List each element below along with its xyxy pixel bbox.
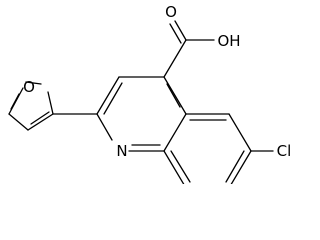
furan-oxygen-label: O xyxy=(23,78,35,96)
furan-ring xyxy=(8,81,54,131)
bond-n-c2 xyxy=(96,113,113,141)
hydroxyl-label: OH xyxy=(217,32,240,50)
pyridine-ring xyxy=(96,76,187,152)
bond-furan-c3-c2-inner xyxy=(30,111,50,125)
chemical-structure-diagram: O O OH N Cl xyxy=(8,3,292,184)
bond-c4-c4a-inner xyxy=(166,83,181,108)
bond-c4a-c8a xyxy=(163,113,187,152)
bond-c6-c7-inner xyxy=(225,150,245,183)
carboxylic-acid-group xyxy=(163,20,215,78)
bond-c8-c8a xyxy=(163,150,185,184)
bond-furan-c3-c2 xyxy=(27,113,54,131)
bond-c-double-o xyxy=(174,20,187,41)
bond-c2-c3 xyxy=(96,76,120,115)
bond-furan-c2-o xyxy=(47,91,54,115)
bond-furan-c5-c4-inner xyxy=(10,93,20,110)
bond-c5-c6 xyxy=(228,113,252,152)
bond-furan-c4-c3 xyxy=(8,113,29,131)
bond-c4-c4a xyxy=(163,76,187,115)
benzo-ring xyxy=(163,113,252,184)
carbonyl-oxygen-label: O xyxy=(165,3,177,21)
nitrogen-label: N xyxy=(116,142,127,160)
bond-c4-cooh xyxy=(163,39,187,78)
bond-furan-o-c5 xyxy=(25,81,42,85)
bond-c-double-o-second xyxy=(169,23,182,44)
chlorine-label: Cl xyxy=(277,142,292,160)
bond-c2-c3-inner xyxy=(103,82,123,115)
bond-c8-c8a-inner xyxy=(170,150,191,183)
bond-c6-c7 xyxy=(230,150,252,184)
